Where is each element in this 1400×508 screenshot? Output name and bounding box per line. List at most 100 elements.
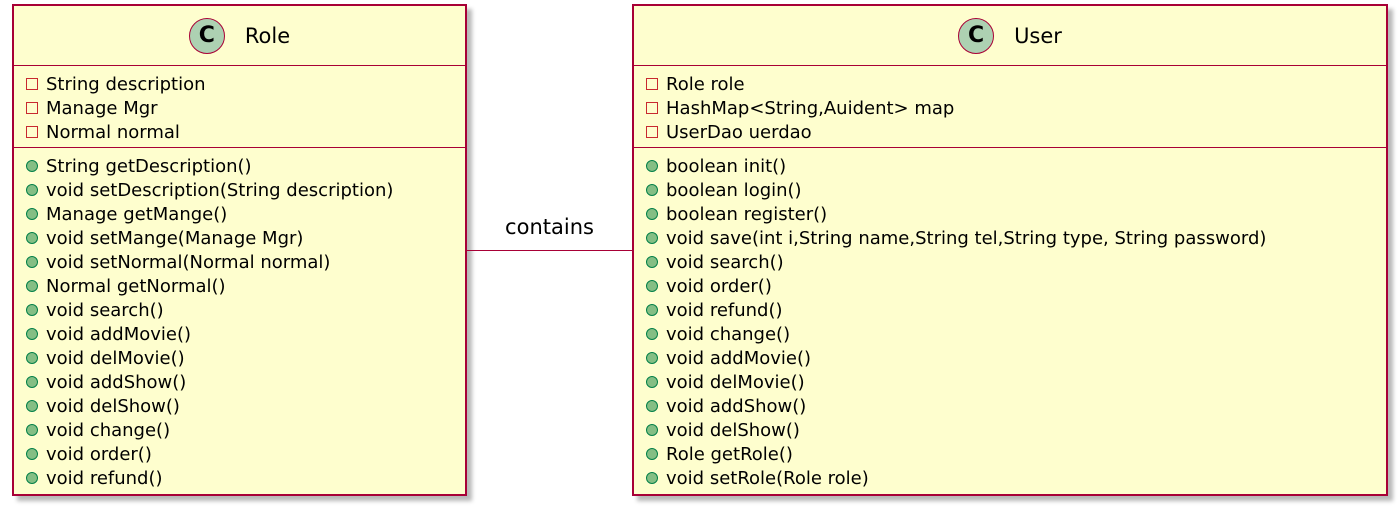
method-row: void search(): [646, 250, 1386, 274]
public-visibility-icon: [26, 328, 38, 340]
method-row: boolean register(): [646, 202, 1386, 226]
method-text: boolean login(): [666, 179, 802, 201]
method-row: void delShow(): [646, 418, 1386, 442]
public-visibility-icon: [26, 304, 38, 316]
method-row: void addShow(): [646, 394, 1386, 418]
public-visibility-icon: [26, 208, 38, 220]
method-row: void change(): [26, 418, 465, 442]
method-row: void addMovie(): [26, 322, 465, 346]
method-text: void addShow(): [666, 395, 807, 417]
method-row: void change(): [646, 322, 1386, 346]
field-row: HashMap<String,Auident> map: [646, 96, 1386, 120]
public-visibility-icon: [26, 400, 38, 412]
private-visibility-icon: [646, 78, 658, 90]
method-row: void addShow(): [26, 370, 465, 394]
public-visibility-icon: [26, 424, 38, 436]
role-methods: String getDescription()void setDescripti…: [14, 148, 465, 496]
method-row: boolean login(): [646, 178, 1386, 202]
method-row: void addMovie(): [646, 346, 1386, 370]
class-badge-icon: C: [188, 17, 225, 54]
public-visibility-icon: [26, 352, 38, 364]
method-text: boolean register(): [666, 203, 828, 225]
method-row: void order(): [26, 442, 465, 466]
method-text: void order(): [666, 275, 772, 297]
field-text: Role role: [666, 73, 745, 95]
public-visibility-icon: [646, 208, 658, 220]
method-row: void delShow(): [26, 394, 465, 418]
role-class-header: C Role: [14, 6, 465, 66]
method-text: void change(): [46, 419, 171, 441]
method-row: void setMange(Manage Mgr): [26, 226, 465, 250]
method-text: void setNormal(Normal normal): [46, 251, 331, 273]
field-text: Manage Mgr: [46, 97, 158, 119]
field-row: Role role: [646, 72, 1386, 96]
method-row: void setDescription(String description): [26, 178, 465, 202]
method-text: void setRole(Role role): [666, 467, 869, 489]
field-text: UserDao uerdao: [666, 121, 812, 143]
method-row: Manage getMange(): [26, 202, 465, 226]
public-visibility-icon: [26, 232, 38, 244]
public-visibility-icon: [26, 448, 38, 460]
public-visibility-icon: [646, 256, 658, 268]
method-row: void setRole(Role role): [646, 466, 1386, 490]
method-text: void change(): [666, 323, 791, 345]
method-text: Normal getNormal(): [46, 275, 226, 297]
public-visibility-icon: [646, 448, 658, 460]
public-visibility-icon: [646, 400, 658, 412]
method-row: void setNormal(Normal normal): [26, 250, 465, 274]
method-text: String getDescription(): [46, 155, 252, 177]
method-row: void order(): [646, 274, 1386, 298]
public-visibility-icon: [26, 280, 38, 292]
method-text: boolean init(): [666, 155, 787, 177]
public-visibility-icon: [646, 376, 658, 388]
public-visibility-icon: [646, 472, 658, 484]
method-text: void addMovie(): [46, 323, 192, 345]
method-text: Role getRole(): [666, 443, 793, 465]
method-text: void delShow(): [666, 419, 800, 441]
method-text: void refund(): [666, 299, 783, 321]
public-visibility-icon: [646, 304, 658, 316]
method-text: void search(): [666, 251, 784, 273]
user-class-name: User: [1014, 23, 1062, 48]
public-visibility-icon: [26, 160, 38, 172]
method-row: void search(): [26, 298, 465, 322]
public-visibility-icon: [646, 328, 658, 340]
field-row: Manage Mgr: [26, 96, 465, 120]
method-row: void delMovie(): [646, 370, 1386, 394]
method-text: void setMange(Manage Mgr): [46, 227, 304, 249]
method-text: void setDescription(String description): [46, 179, 394, 201]
method-text: void delMovie(): [666, 371, 805, 393]
user-class-header: C User: [634, 6, 1386, 66]
method-text: void delShow(): [46, 395, 180, 417]
field-text: HashMap<String,Auident> map: [666, 97, 955, 119]
method-text: void addMovie(): [666, 347, 812, 369]
field-text: String description: [46, 73, 206, 95]
field-row: UserDao uerdao: [646, 120, 1386, 144]
public-visibility-icon: [26, 184, 38, 196]
public-visibility-icon: [646, 280, 658, 292]
private-visibility-icon: [646, 126, 658, 138]
class-badge-icon: C: [958, 17, 995, 54]
public-visibility-icon: [26, 472, 38, 484]
user-methods: boolean init()boolean login()boolean reg…: [634, 148, 1386, 496]
public-visibility-icon: [26, 376, 38, 388]
method-text: void delMovie(): [46, 347, 185, 369]
association-label: contains: [505, 215, 594, 239]
method-row: String getDescription(): [26, 154, 465, 178]
field-row: Normal normal: [26, 120, 465, 144]
private-visibility-icon: [26, 102, 38, 114]
method-text: void search(): [46, 299, 164, 321]
field-row: String description: [26, 72, 465, 96]
public-visibility-icon: [646, 160, 658, 172]
method-row: Normal getNormal(): [26, 274, 465, 298]
public-visibility-icon: [646, 232, 658, 244]
method-row: void save(int i,String name,String tel,S…: [646, 226, 1386, 250]
role-class-name: Role: [244, 23, 291, 48]
public-visibility-icon: [26, 256, 38, 268]
method-text: void refund(): [46, 467, 163, 489]
method-row: void refund(): [646, 298, 1386, 322]
private-visibility-icon: [646, 102, 658, 114]
